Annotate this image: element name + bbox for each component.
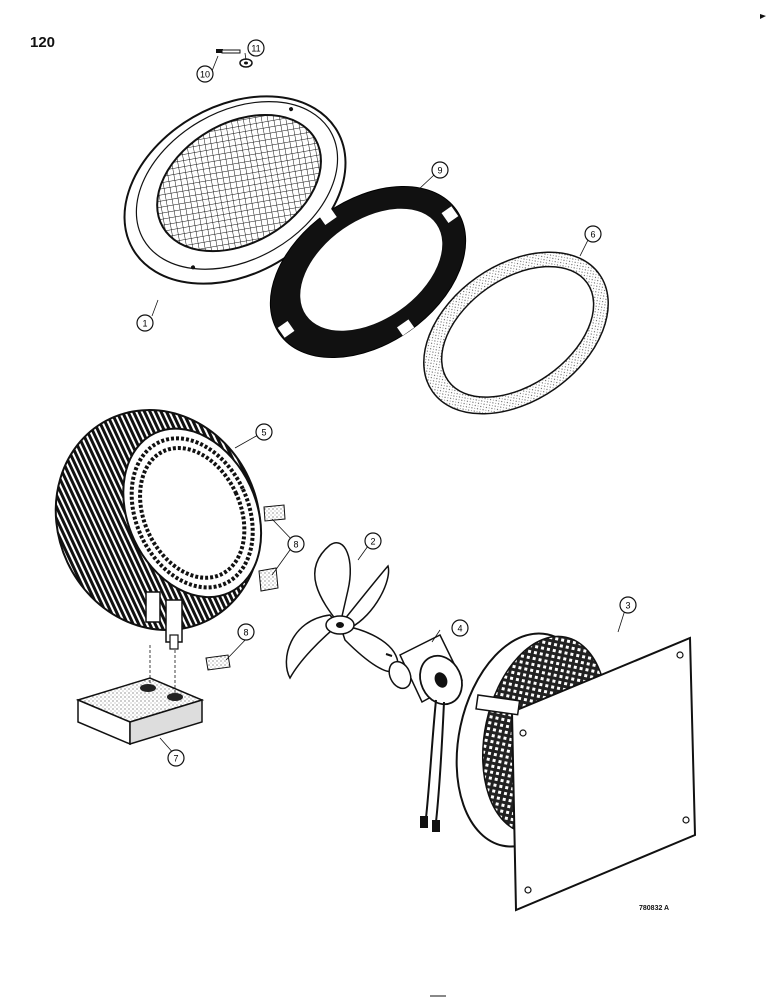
insulator-part-8-lower [205, 654, 231, 671]
svg-text:4: 4 [457, 624, 462, 634]
callout-8b: 8 [237, 623, 255, 641]
svg-text:6: 6 [590, 230, 595, 240]
bolt-part-10 [216, 49, 241, 54]
callout-1: 1 [136, 314, 154, 332]
svg-text:7: 7 [173, 754, 178, 764]
callout-6: 6 [584, 225, 602, 243]
callout-3: 3 [619, 596, 637, 614]
svg-text:8: 8 [243, 628, 248, 638]
page-number: 120 [30, 34, 56, 51]
insulator-part-8-upper-b [258, 567, 279, 592]
svg-text:5: 5 [261, 428, 266, 438]
callout-5: 5 [255, 423, 273, 441]
gasket-part-9 [269, 185, 467, 359]
heater-element-part-5 [54, 409, 263, 650]
svg-text:8: 8 [293, 540, 298, 550]
callout-11: 11 [247, 39, 265, 57]
svg-text:2: 2 [370, 537, 375, 547]
svg-text:10: 10 [200, 70, 210, 80]
callout-7: 7 [167, 749, 185, 767]
svg-text:1: 1 [142, 319, 147, 329]
callout-2: 2 [364, 532, 382, 550]
svg-text:11: 11 [251, 44, 260, 54]
svg-text:9: 9 [437, 166, 442, 176]
svg-text:3: 3 [625, 601, 630, 611]
callout-4: 4 [451, 619, 469, 637]
corner-mark [760, 14, 766, 19]
callout-8a: 8 [287, 535, 305, 553]
housing-part-3 [455, 632, 697, 912]
seal-ring-part-6 [423, 251, 609, 415]
fan-blade-part-2 [285, 542, 399, 680]
washer-part-11 [239, 58, 253, 68]
motor-part-4 [385, 633, 463, 832]
insulator-part-8-upper-a [263, 504, 286, 522]
callout-9: 9 [431, 161, 449, 179]
callout-10: 10 [196, 65, 214, 83]
insulator-block-part-7 [75, 677, 205, 746]
figure-code: 780832 A [639, 905, 670, 912]
grille-cover-part-1 [123, 95, 347, 285]
